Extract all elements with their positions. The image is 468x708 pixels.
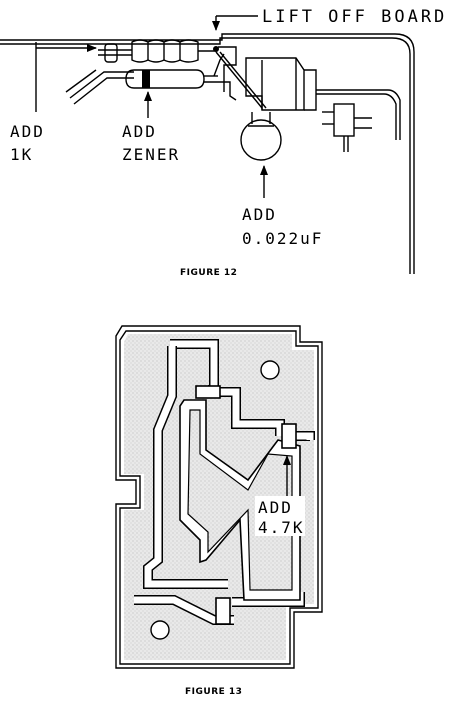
add-zener-label-line2: ZENER bbox=[122, 145, 180, 164]
figure-13-caption: FIGURE 13 bbox=[185, 687, 242, 697]
board-outline bbox=[0, 33, 415, 274]
pcb-large-pad-inner bbox=[187, 409, 293, 591]
mounting-hole-bottom bbox=[150, 620, 170, 640]
pcb-inner-outline bbox=[119, 330, 319, 665]
connector-block bbox=[215, 51, 401, 140]
resistor-1k bbox=[98, 39, 219, 63]
add-cap-label-line1: ADD bbox=[242, 205, 277, 224]
figure-12: LIFT OFF BOARD ADD 1K ADD ZENER ADD 0.02… bbox=[0, 7, 447, 278]
lift-off-board-label: LIFT OFF BOARD bbox=[262, 7, 447, 27]
mounting-hole-top bbox=[260, 360, 280, 380]
figure-12-caption: FIGURE 12 bbox=[180, 268, 237, 278]
add-1k-label-line2: 1K bbox=[10, 145, 33, 164]
pin-header bbox=[322, 103, 372, 152]
component-resistor-bottom bbox=[215, 597, 231, 625]
input-wires bbox=[65, 69, 134, 105]
add-47k-label-bg bbox=[255, 496, 305, 536]
pcb-outer-outline bbox=[115, 325, 323, 669]
add-zener-label-line1: ADD bbox=[122, 122, 157, 141]
component-resistor-47k bbox=[281, 423, 297, 449]
figure-13: ADD 4.7K FIGURE 13 bbox=[115, 325, 323, 697]
add-cap-label-line2: 0.022uF bbox=[242, 229, 323, 248]
add-47k-label-line1: ADD bbox=[258, 498, 293, 517]
capacitor-0022uf bbox=[240, 112, 282, 161]
add-47k-label-line2: 4.7K bbox=[258, 518, 305, 537]
component-resistor-top bbox=[195, 385, 221, 399]
add-1k-label-line1: ADD bbox=[10, 122, 45, 141]
